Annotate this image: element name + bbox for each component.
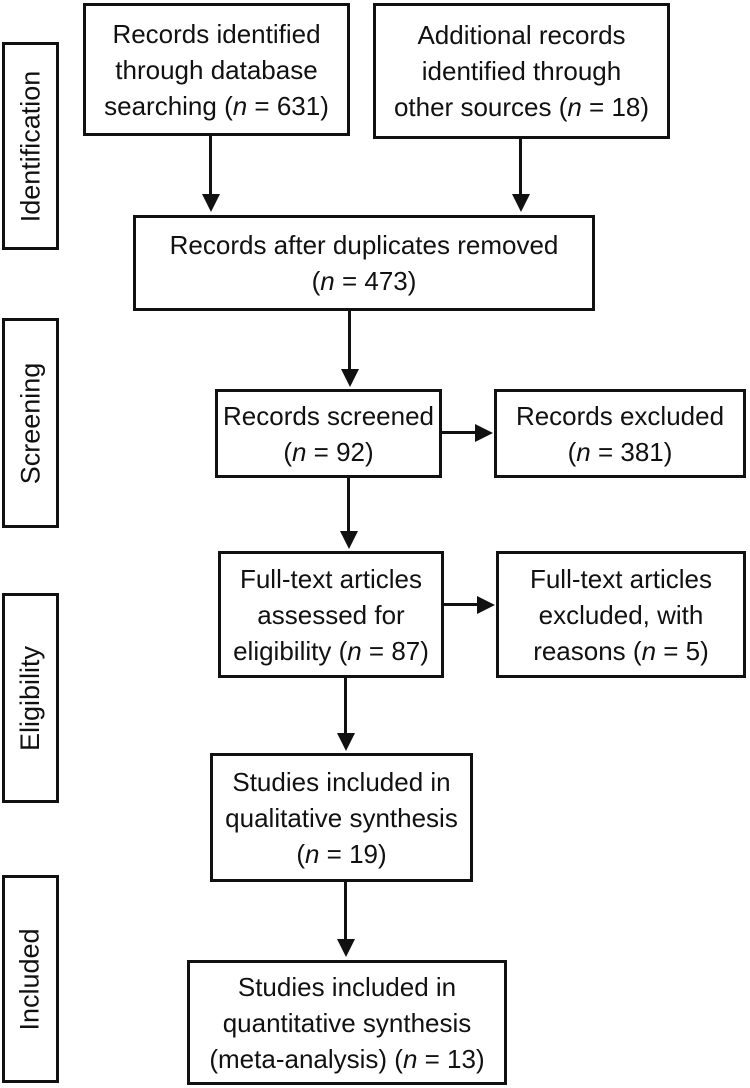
stage-screening-label: Screening — [15, 362, 45, 484]
arrow-fulltext-to-fulltext-excluded — [444, 603, 478, 606]
box-records-excluded: Records excluded(n = 381) — [494, 389, 746, 478]
stage-included-label: Included — [15, 927, 45, 1031]
arrow-screened-to-excluded — [442, 431, 476, 434]
stage-eligibility-label: Eligibility — [15, 645, 46, 751]
stage-eligibility: Eligibility — [2, 593, 59, 803]
box-records-screened: Records screened(n = 92) — [215, 389, 442, 478]
stage-identification: Identification — [2, 42, 59, 250]
stage-screening: Screening — [2, 318, 59, 528]
stage-identification-label: Identification — [15, 70, 46, 222]
arrow-duplicates-to-screened — [348, 311, 351, 370]
arrow-qualitative-to-quantitative — [344, 882, 347, 940]
stage-included: Included — [2, 875, 59, 1083]
arrow-screened-to-fulltext — [347, 478, 350, 532]
arrow-database-to-duplicates — [209, 136, 212, 195]
box-records-after-duplicates-removed: Records after duplicates removed(n = 473… — [133, 215, 595, 311]
arrow-other-sources-to-duplicates — [519, 139, 522, 195]
arrow-fulltext-to-qualitative — [344, 678, 347, 734]
